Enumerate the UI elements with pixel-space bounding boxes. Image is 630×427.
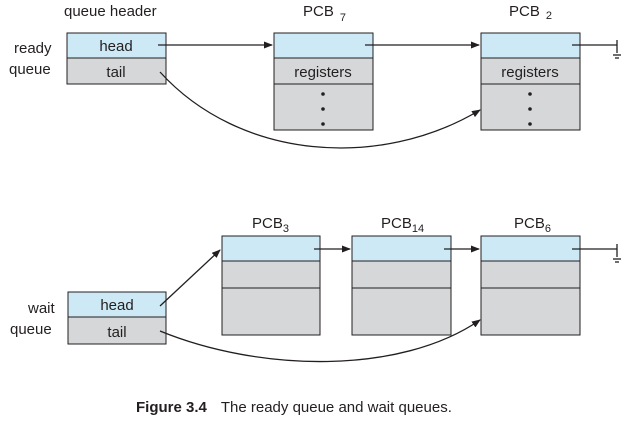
pcb-3-body: [222, 261, 320, 335]
pcb-3-pointer-field: [222, 236, 320, 261]
wait-head-field: [68, 292, 166, 317]
pcb-6-body: [481, 261, 580, 335]
pcb-2-pointer-field: [481, 33, 580, 58]
null-terminator-icon: [572, 40, 621, 59]
figure-caption-text: The ready queue and wait queues.: [221, 399, 452, 416]
pcb-3: PCB3: [221, 215, 321, 336]
pcb-6-title: PCB6: [514, 215, 551, 235]
ready-tail-arrow: [159, 71, 481, 149]
ready-tail-field: [67, 58, 166, 84]
wait-tail-arrow: [159, 319, 481, 363]
pcb-7-registers-label: registers: [294, 64, 352, 81]
wait-head-arrow: [159, 249, 221, 307]
pcb-7-ellipsis-dot: [321, 92, 325, 96]
ready-queue-label-line1: ready: [14, 40, 52, 57]
wait-queue-label-line2: queue: [10, 321, 52, 338]
pcb-7-ellipsis-dot: [321, 122, 325, 126]
queue-header-title: queue header: [64, 3, 157, 20]
figure-label: Figure 3.4: [136, 399, 208, 416]
pcb-14-title: PCB14: [381, 215, 424, 235]
pcb-14-pointer-field: [352, 236, 451, 261]
wait-queue-label-line1: wait: [27, 300, 56, 317]
ready-head-field: [67, 33, 166, 58]
pcb-2-ellipsis-dot: [528, 92, 532, 96]
pcb-14: PCB14: [351, 215, 452, 336]
ready-head-label: head: [99, 38, 132, 55]
ready-queue-label-line2: queue: [9, 61, 51, 78]
pcb-6-pointer-field: [481, 236, 580, 261]
pcb-7-ellipsis-dot: [321, 107, 325, 111]
pcb-7-pointer-field: [274, 33, 373, 58]
figure-caption: Figure 3.4 The ready queue and wait queue…: [136, 399, 452, 416]
wait-tail-label: tail: [107, 324, 126, 341]
ready-tail-label: tail: [106, 64, 125, 81]
pcb-2-ellipsis-dot: [528, 107, 532, 111]
pcb-3-title: PCB3: [252, 215, 289, 235]
wait-tail-field: [68, 317, 166, 344]
pcb-2-registers-label: registers: [501, 64, 559, 81]
ready-queue-header: head tail: [66, 32, 167, 85]
pcb-14-body: [352, 261, 451, 335]
null-terminator-icon: [572, 244, 621, 263]
pcb-2-ellipsis-dot: [528, 122, 532, 126]
wait-head-label: head: [100, 297, 133, 314]
wait-queue-header: head tail: [67, 291, 167, 345]
pcb-6: PCB6: [480, 215, 581, 336]
